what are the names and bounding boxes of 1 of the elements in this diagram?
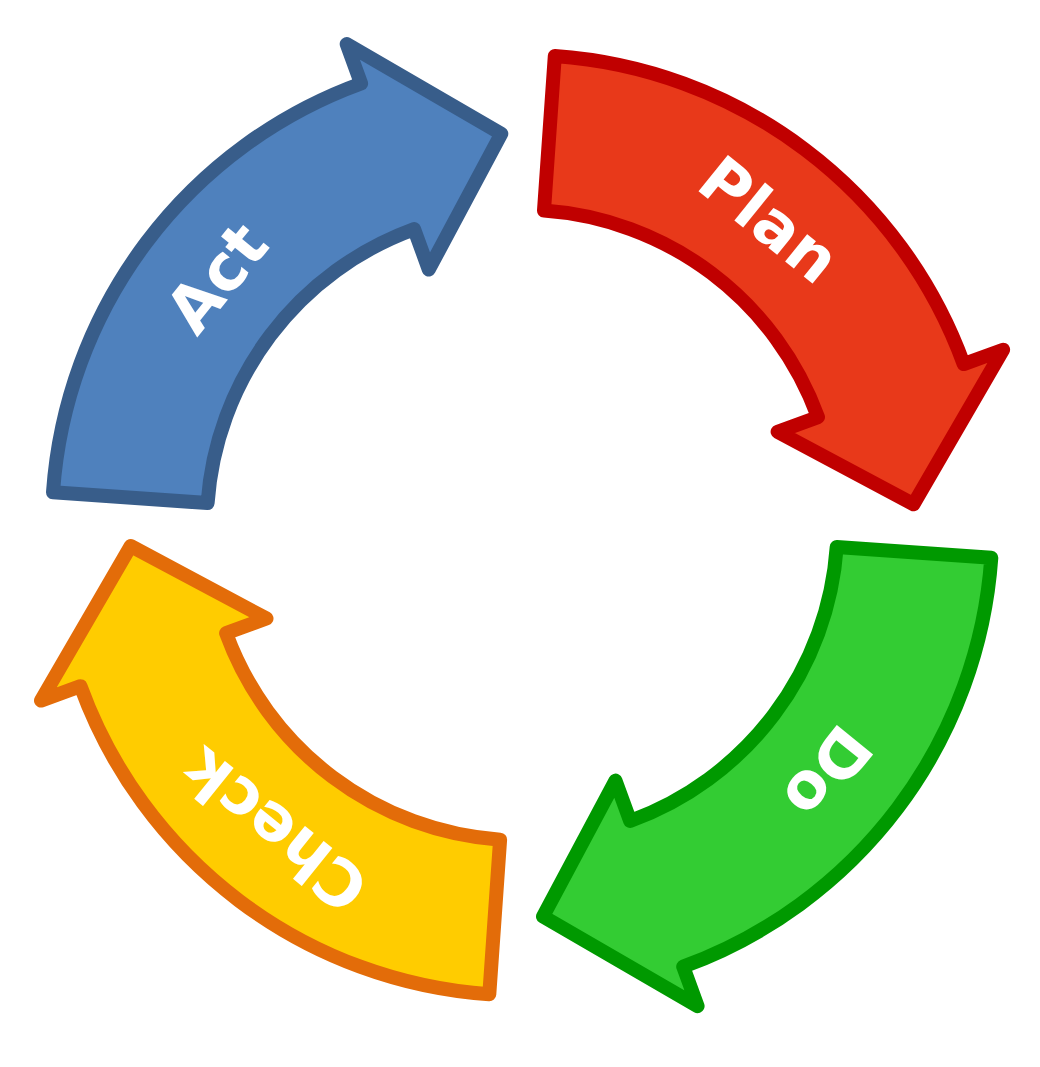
- stage-label: Do: [771, 714, 883, 830]
